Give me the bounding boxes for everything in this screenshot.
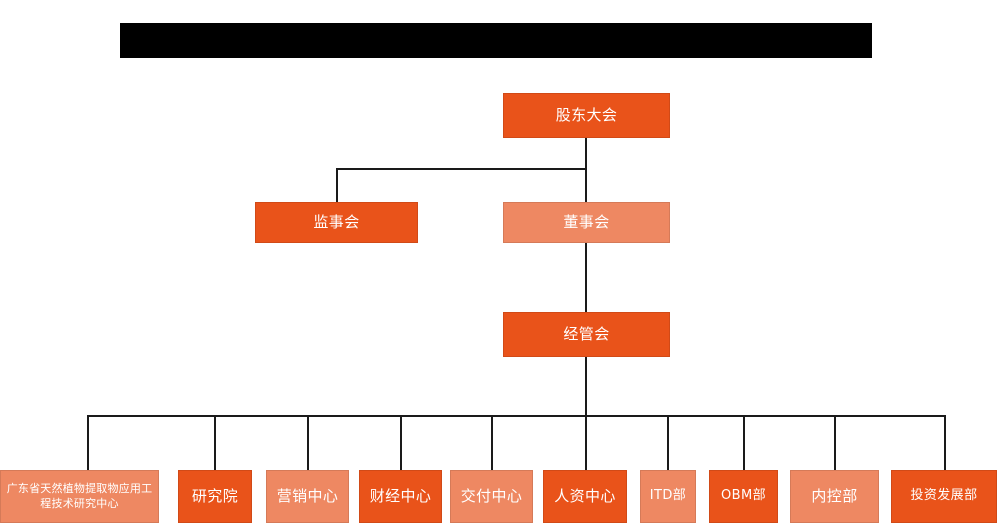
connector-level2-bus [336, 168, 587, 170]
node-obm-department[interactable]: OBM部 [709, 470, 778, 523]
node-delivery-center[interactable]: 交付中心 [450, 470, 533, 523]
redacted-title-bar [120, 23, 872, 58]
connector-drop-research-institute [214, 415, 216, 470]
node-investment-development-department[interactable]: 投资发展部 [891, 470, 997, 523]
connector-supervisors-drop [336, 168, 338, 202]
connector-drop-guangdong-research-center [87, 415, 89, 470]
node-research-institute[interactable]: 研究院 [178, 470, 252, 523]
node-finance-center[interactable]: 财经中心 [359, 470, 442, 523]
connector-drop-investment-development-department [944, 415, 946, 470]
connector-departments-bus [87, 415, 945, 417]
connector-drop-marketing-center [307, 415, 309, 470]
connector-drop-finance-center [400, 415, 402, 470]
connector-shareholders-down [585, 138, 587, 169]
connector-management-down [585, 357, 587, 415]
node-marketing-center[interactable]: 营销中心 [266, 470, 349, 523]
connector-drop-itd-department [667, 415, 669, 470]
node-itd-department[interactable]: ITD部 [640, 470, 696, 523]
node-management-committee[interactable]: 经管会 [503, 312, 670, 357]
node-guangdong-research-center[interactable]: 广东省天然植物提取物应用工程技术研究中心 [0, 470, 159, 523]
node-shareholders-meeting[interactable]: 股东大会 [503, 93, 670, 138]
connector-drop-hr-center [585, 415, 587, 470]
connector-directors-drop [585, 168, 587, 202]
node-hr-center[interactable]: 人资中心 [543, 470, 627, 523]
connector-drop-internal-control-department [834, 415, 836, 470]
node-board-of-supervisors[interactable]: 监事会 [255, 202, 418, 243]
node-internal-control-department[interactable]: 内控部 [790, 470, 879, 523]
node-board-of-directors[interactable]: 董事会 [503, 202, 670, 243]
connector-drop-obm-department [743, 415, 745, 470]
connector-drop-delivery-center [491, 415, 493, 470]
connector-directors-to-management [585, 243, 587, 312]
